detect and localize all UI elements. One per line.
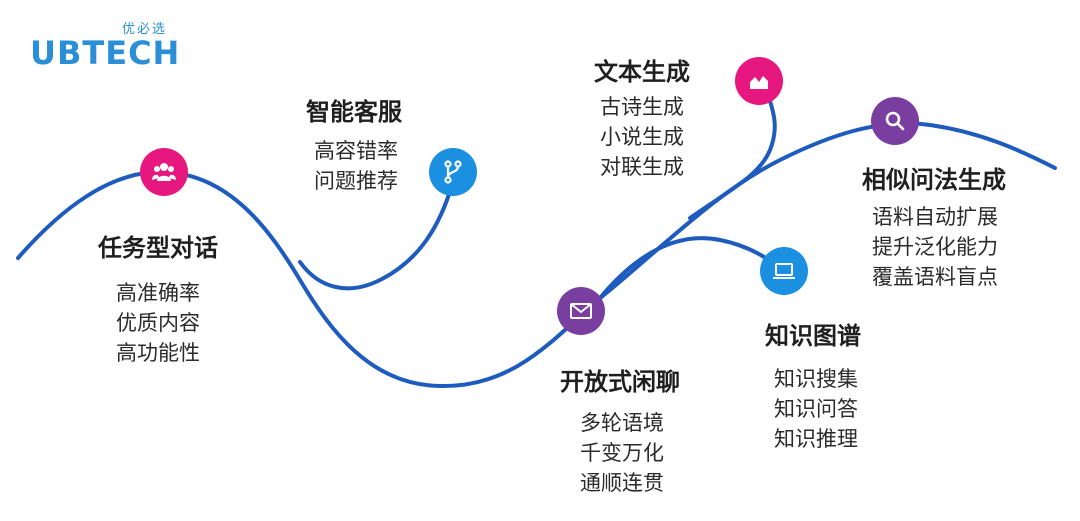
list-item: 问题推荐: [314, 169, 398, 193]
kg-node: [760, 247, 808, 295]
task-dialog-node: [140, 148, 188, 196]
list-item: 高容错率: [314, 139, 398, 163]
textgen-items: 古诗生成 小说生成 对联生成: [600, 92, 684, 182]
service-items: 高容错率 问题推荐: [314, 136, 398, 196]
kg-branch: [598, 236, 782, 300]
list-item: 对联生成: [600, 155, 684, 179]
laptop-icon: [773, 263, 795, 279]
branch-icon: [444, 160, 462, 184]
chart-icon: [750, 76, 768, 89]
list-item: 知识问答: [774, 397, 858, 421]
list-item: 知识推理: [774, 427, 858, 451]
list-item: 多轮语境: [580, 411, 664, 435]
list-item: 小说生成: [600, 125, 684, 149]
logo-chinese: 优必选: [122, 22, 168, 37]
users-icon: [152, 163, 176, 181]
similar-node: [871, 97, 919, 145]
list-item: 古诗生成: [600, 95, 684, 119]
service-title: 智能客服: [306, 98, 402, 126]
list-item: 语料自动扩展: [872, 205, 998, 229]
list-item: 提升泛化能力: [872, 235, 998, 259]
kg-title: 知识图谱: [765, 322, 861, 350]
chat-title: 开放式闲聊: [560, 368, 680, 396]
textgen-node: [735, 57, 783, 105]
kg-items: 知识搜集 知识问答 知识推理: [774, 364, 858, 454]
chat-items: 多轮语境 千变万化 通顺连贯: [580, 408, 664, 498]
logo-wordmark: UBTECH: [30, 34, 181, 72]
task-dialog-items: 高准确率 优质内容 高功能性: [116, 278, 200, 368]
service-node: [429, 148, 477, 196]
task-dialog-title: 任务型对话: [98, 234, 218, 262]
textgen-branch: [688, 93, 777, 220]
list-item: 高功能性: [116, 341, 200, 365]
similar-items: 语料自动扩展 提升泛化能力 覆盖语料盲点: [872, 202, 998, 292]
list-item: 通顺连贯: [580, 471, 664, 495]
ubtech-logo: 优必选 UBTECH: [30, 18, 180, 78]
search-icon: [885, 111, 905, 131]
service-branch: [298, 183, 454, 291]
list-item: 高准确率: [116, 281, 200, 305]
mail-icon: [570, 303, 592, 319]
textgen-title: 文本生成: [594, 58, 690, 86]
similar-title: 相似问法生成: [862, 166, 1006, 194]
list-item: 优质内容: [116, 311, 200, 335]
list-item: 千变万化: [580, 441, 664, 465]
list-item: 知识搜集: [774, 367, 858, 391]
chat-node: [557, 287, 605, 335]
list-item: 覆盖语料盲点: [872, 265, 998, 289]
